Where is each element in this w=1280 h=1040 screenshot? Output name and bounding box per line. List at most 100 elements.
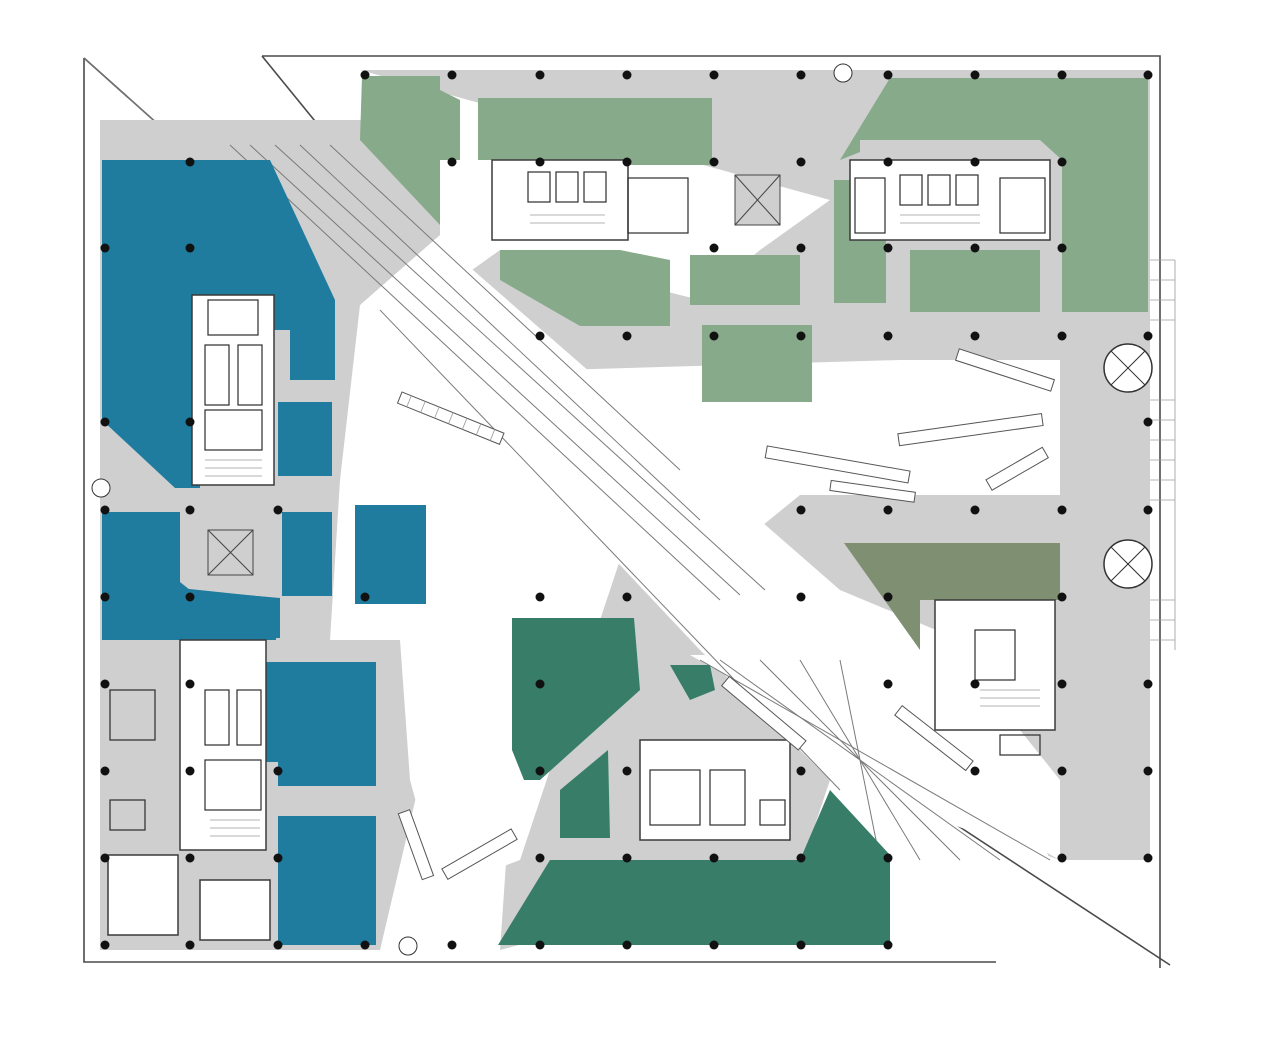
structural-column (100, 853, 110, 863)
structural-column (796, 766, 806, 776)
elevator-core-west-upper (191, 294, 275, 486)
atrium-void-southwest (400, 330, 620, 890)
structural-column (622, 157, 632, 167)
atrium-void-icon (207, 174, 781, 576)
structural-column (796, 592, 806, 602)
zone-blue-west-lower-b (102, 520, 280, 638)
structural-column (796, 505, 806, 515)
structural-column (883, 331, 893, 341)
zone-green-south-small (670, 665, 715, 700)
structural-column (447, 940, 457, 950)
olive-zones (844, 543, 1060, 650)
structural-column (1143, 679, 1153, 689)
structural-column (970, 331, 980, 341)
structural-column (709, 940, 719, 950)
structural-column (970, 157, 980, 167)
structural-column (273, 853, 283, 863)
structural-column (970, 766, 980, 776)
revolving-door-icon (91, 63, 1153, 956)
zone-green-north-east (840, 78, 1148, 312)
structural-column (535, 766, 545, 776)
structural-column (1057, 592, 1067, 602)
structural-column (1143, 766, 1153, 776)
structural-column (100, 679, 110, 689)
green-zones (360, 76, 1148, 402)
structural-column (883, 940, 893, 950)
structural-column (100, 592, 110, 602)
structural-column (709, 331, 719, 341)
structural-column (883, 679, 893, 689)
structural-column (1057, 766, 1067, 776)
structural-column (883, 505, 893, 515)
structural-column (100, 505, 110, 515)
structural-column (447, 70, 457, 80)
east-facade (1150, 259, 1176, 650)
zone-green-north-east-mid (910, 250, 1040, 312)
zone-olive-east (844, 543, 1060, 650)
structural-column (535, 70, 545, 80)
structural-column (970, 679, 980, 689)
structural-column (273, 505, 283, 515)
structural-columns (100, 70, 1153, 950)
structural-column (100, 766, 110, 776)
structural-column (100, 940, 110, 950)
structural-column (709, 70, 719, 80)
zone-blue-west-lobby-right (278, 402, 332, 476)
structural-column (883, 853, 893, 863)
zone-blue-west-mid-right (264, 662, 376, 786)
structural-column (535, 679, 545, 689)
structural-column (100, 417, 110, 427)
elevator-core-west-lower (107, 639, 271, 941)
elevator-core-north-west (491, 159, 689, 241)
elevator-core-north-east (849, 159, 1051, 241)
escalator-icon (396, 348, 1056, 881)
structural-column (535, 940, 545, 950)
structural-column (1057, 70, 1067, 80)
structural-column (535, 853, 545, 863)
structural-column (185, 940, 195, 950)
zone-green-north-center (478, 98, 712, 165)
zone-blue-west-mid (102, 330, 200, 488)
elevator-core-south (639, 739, 791, 841)
structural-column (185, 157, 195, 167)
structural-column (709, 157, 719, 167)
zone-green-north-center-lower (690, 255, 800, 305)
structural-column (883, 70, 893, 80)
structural-column (535, 157, 545, 167)
zone-blue-central-square (355, 505, 426, 604)
zone-green-south-wedge (560, 750, 610, 838)
structural-column (970, 505, 980, 515)
structural-column (273, 766, 283, 776)
structural-column (1057, 853, 1067, 863)
structural-column (796, 157, 806, 167)
structural-column (709, 853, 719, 863)
structural-column (1143, 417, 1153, 427)
zone-green-center-square (702, 325, 812, 402)
structural-column (796, 243, 806, 253)
structural-column (622, 592, 632, 602)
structural-column (970, 70, 980, 80)
structural-column (796, 331, 806, 341)
structural-column (273, 940, 283, 950)
structural-column (1057, 679, 1067, 689)
structural-column (100, 243, 110, 253)
structural-column (185, 417, 195, 427)
structural-column (360, 592, 370, 602)
structural-column (185, 679, 195, 689)
structural-column (622, 940, 632, 950)
zone-green-north-west (360, 76, 460, 225)
structural-column (1143, 505, 1153, 515)
zone-blue-west-bottom (278, 816, 376, 945)
structural-column (185, 592, 195, 602)
structural-column (360, 940, 370, 950)
structural-column (185, 853, 195, 863)
structural-column (883, 157, 893, 167)
structural-column (447, 157, 457, 167)
atrium-diagonal-lines (229, 144, 1051, 861)
structural-column (535, 592, 545, 602)
structural-column (360, 70, 370, 80)
structural-column (1057, 243, 1067, 253)
structural-column (1143, 853, 1153, 863)
structural-column (1057, 331, 1067, 341)
structural-column (796, 853, 806, 863)
